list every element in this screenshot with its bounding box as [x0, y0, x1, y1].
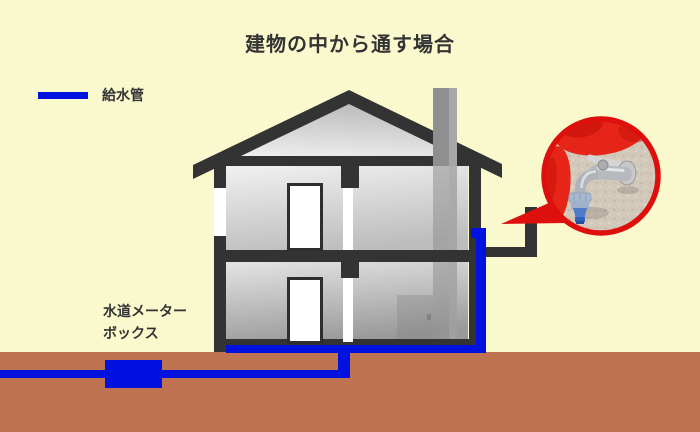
faucet-spout-highlight	[580, 170, 597, 189]
second-floor-door	[287, 183, 323, 251]
supply-pipe-wall-riser	[476, 228, 486, 353]
water-meter-box	[105, 360, 162, 388]
left-wall-window	[214, 188, 226, 236]
supply-pipe-underfloor	[226, 345, 486, 353]
faucet-body	[589, 165, 632, 181]
flange-shadow	[617, 186, 639, 194]
house-cross-section	[193, 88, 502, 352]
meter-box-label-line2: ボックス	[103, 326, 159, 342]
ceiling-band	[215, 156, 483, 166]
pipe-legend-label: 給水管	[102, 88, 144, 104]
attic-interior	[215, 96, 483, 157]
chimney	[433, 88, 457, 346]
interior-wall	[341, 166, 359, 342]
faucet-photo	[546, 121, 656, 231]
faucet-callout-circle	[541, 116, 661, 236]
foundation-edge	[215, 339, 481, 346]
first-floor-door	[287, 277, 323, 344]
meter-box-label: 水道メーター ボックス	[103, 301, 187, 345]
hose-adapter	[568, 192, 592, 224]
background-door	[397, 295, 433, 340]
faucet-callout	[501, 116, 661, 236]
supply-pipe-underground	[0, 370, 350, 378]
water-supply-pipe-run	[0, 228, 486, 378]
supply-pipe-wall-inlet	[471, 228, 486, 238]
page-title: 建物の中から通す場合	[245, 32, 455, 56]
meter-box-label-line1: 水道メーター	[103, 304, 187, 320]
faucet-handle-nut	[597, 159, 609, 171]
roof	[193, 90, 502, 179]
outdoor-faucet	[574, 154, 637, 197]
floor-band	[215, 250, 483, 262]
pipe-legend: 給水管	[38, 87, 144, 104]
supply-pipe-riser	[338, 345, 350, 378]
pipe-legend-swatch	[38, 91, 88, 99]
left-wall	[214, 156, 226, 352]
